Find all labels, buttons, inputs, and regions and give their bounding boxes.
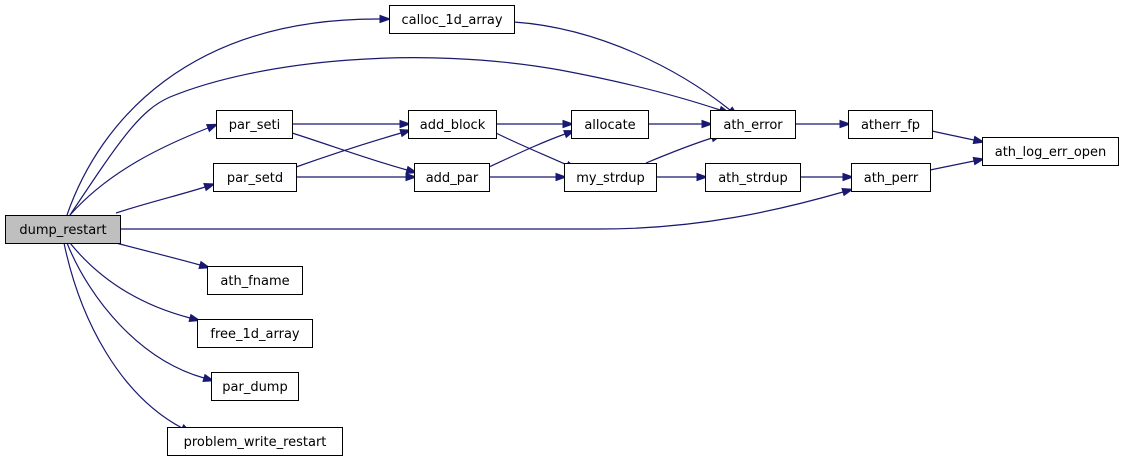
arrowhead-ath_error	[701, 119, 714, 129]
node-box[interactable]	[564, 163, 657, 192]
arrowhead-allocate	[562, 119, 575, 129]
arrowhead-par_seti	[205, 123, 219, 133]
edge-add_block-to-my_strdup	[495, 132, 568, 166]
arrowhead-par_dump	[202, 373, 216, 383]
edge-dump_restart-to-par_setd	[115, 186, 206, 214]
edge-dump_restart-to-problem_write_restart	[63, 242, 183, 429]
node-label: par_dump	[222, 380, 287, 395]
node-label: dump_restart	[19, 223, 106, 238]
node-box[interactable]	[710, 110, 796, 139]
node-box[interactable]	[207, 266, 303, 295]
arrowhead-ath_log_err_open	[972, 156, 986, 166]
node-label: add_block	[420, 118, 486, 133]
node-box[interactable]	[414, 163, 490, 192]
node-ath_strdup[interactable]: ath_strdup	[705, 163, 801, 192]
node-label: free_1d_array	[210, 327, 300, 342]
edge-layer	[63, 14, 986, 434]
node-box[interactable]	[213, 163, 297, 192]
node-ath_fname[interactable]: ath_fname	[207, 266, 303, 295]
node-label: par_seti	[229, 118, 281, 133]
node-box[interactable]	[216, 110, 293, 139]
node-calloc_1d_array[interactable]: calloc_1d_array	[389, 5, 515, 34]
node-label: calloc_1d_array	[401, 13, 502, 28]
node-box[interactable]	[982, 137, 1119, 166]
edge-dump_restart-to-free_1d_array	[69, 242, 191, 319]
node-add_par[interactable]: add_par	[414, 163, 490, 192]
arrowhead-atherr_fp	[839, 119, 852, 129]
node-add_block[interactable]: add_block	[408, 110, 497, 139]
node-box[interactable]	[197, 319, 313, 348]
edge-dump_restart-to-ath_fname	[115, 242, 201, 266]
arrowhead-add_block	[399, 128, 413, 138]
edge-dump_restart-to-calloc_1d_array	[66, 18, 381, 216]
arrowhead-par_setd	[203, 183, 216, 192]
arrowhead-ath_log_err_open	[972, 135, 986, 145]
node-box[interactable]	[167, 427, 343, 456]
edge-par_setd-to-add_block	[295, 132, 402, 168]
node-label: allocate	[584, 118, 635, 133]
node-label: ath_error	[723, 118, 783, 133]
edge-dump_restart-to-ath_error	[69, 57, 721, 216]
arrowhead-add_par	[405, 172, 418, 182]
node-label: atherr_fp	[861, 118, 920, 133]
node-problem_write_restart[interactable]: problem_write_restart	[167, 427, 343, 456]
edge-dump_restart-to-par_seti	[69, 127, 209, 216]
arrowhead-calloc_1d_array	[379, 14, 392, 24]
edge-dump_restart-to-par_dump	[66, 242, 205, 379]
node-dump_restart[interactable]: dump_restart	[5, 215, 121, 244]
node-label: ath_strdup	[718, 171, 788, 186]
node-label: ath_perr	[864, 171, 919, 186]
node-box[interactable]	[848, 110, 933, 139]
node-box[interactable]	[408, 110, 497, 139]
node-par_dump[interactable]: par_dump	[211, 372, 299, 401]
arrowhead-ath_perr	[841, 187, 855, 197]
node-label: ath_fname	[220, 274, 289, 289]
node-label: add_par	[426, 171, 479, 186]
edge-ath_perr-to-ath_log_err_open	[929, 160, 975, 171]
node-box[interactable]	[211, 372, 299, 401]
node-par_seti[interactable]: par_seti	[216, 110, 293, 139]
node-my_strdup[interactable]: my_strdup	[564, 163, 657, 192]
node-label: ath_log_err_open	[995, 145, 1107, 160]
arrowhead-ath_strdup	[696, 172, 709, 182]
node-label: my_strdup	[576, 171, 645, 186]
node-atherr_fp[interactable]: atherr_fp	[848, 110, 933, 139]
node-ath_log_err_open[interactable]: ath_log_err_open	[982, 137, 1119, 166]
node-label: par_setd	[227, 171, 283, 186]
arrowhead-ath_fname	[198, 260, 212, 270]
node-box[interactable]	[389, 5, 515, 34]
edge-add_par-to-allocate	[488, 133, 566, 168]
node-ath_perr[interactable]: ath_perr	[851, 163, 931, 192]
node-label: problem_write_restart	[184, 435, 327, 450]
edge-dump_restart-to-ath_perr	[119, 191, 844, 230]
node-ath_error[interactable]: ath_error	[710, 110, 796, 139]
node-box[interactable]	[705, 163, 801, 192]
edge-par_seti-to-add_par	[291, 132, 408, 171]
node-box[interactable]	[5, 215, 121, 244]
node-box[interactable]	[571, 110, 649, 139]
edge-my_strdup-to-ath_error	[645, 137, 713, 164]
arrowhead-ath_perr	[842, 172, 855, 182]
node-allocate[interactable]: allocate	[571, 110, 649, 139]
node-par_setd[interactable]: par_setd	[213, 163, 297, 192]
arrowhead-my_strdup	[555, 172, 568, 182]
edge-calloc_1d_array-to-ath_error	[513, 21, 731, 111]
edge-atherr_fp-to-ath_log_err_open	[931, 130, 975, 141]
arrowhead-add_block	[399, 119, 412, 129]
node-layer: dump_restart calloc_1d_array par_seti par_s…	[5, 5, 1119, 456]
node-box[interactable]	[851, 163, 931, 192]
node-free_1d_array[interactable]: free_1d_array	[197, 319, 313, 348]
